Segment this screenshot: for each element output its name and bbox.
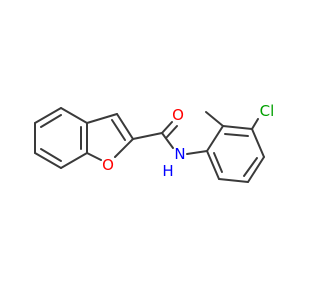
bond-carbonyl-n — [161, 132, 174, 149]
bond-c2-c3 — [60, 107, 88, 124]
atom-label-furan-oxygen: O — [102, 156, 114, 174]
double-bond-inner-4 — [224, 133, 249, 137]
bond-a4-a5 — [247, 156, 265, 183]
atom-label-chlorine: Cl — [260, 102, 275, 120]
bond-carbonyl-o — [161, 121, 173, 134]
bond-o1-c7a — [86, 152, 102, 161]
bond-c3a-c3 — [86, 113, 118, 124]
bond-chloro — [251, 118, 259, 130]
bond-c3-c2-double — [111, 119, 126, 141]
bond-c3-c2 — [116, 113, 134, 140]
atom-label-amide-nitrogen: N — [174, 145, 185, 163]
bond-a2-a3 — [222, 125, 253, 130]
atom-label-carbonyl-oxygen: O — [172, 106, 184, 124]
bond-a3-a4 — [251, 128, 265, 158]
bond-c1-c2 — [34, 107, 62, 124]
bond-c5-c6 — [34, 152, 62, 169]
benzene-ring-benzofuran — [34, 107, 88, 169]
bond-a1-a2 — [206, 125, 224, 152]
double-bond-inner-5 — [243, 157, 258, 177]
bond-c2-carbonyl — [132, 132, 163, 140]
bond-a6-a1 — [206, 150, 220, 180]
bond-n-aryl — [186, 150, 208, 155]
double-bond-inner-3 — [40, 148, 62, 162]
atom-label-amide-hydrogen: H — [162, 162, 173, 180]
bond-c2-o1 — [114, 138, 134, 158]
bond-c4-c5 — [60, 152, 88, 169]
double-bond-inner-6 — [213, 152, 223, 173]
bond-carbonyl-o-double — [166, 125, 178, 138]
amide-group — [132, 121, 208, 155]
double-bond-inner-1 — [40, 114, 62, 128]
bond-a5-a6 — [218, 178, 249, 183]
furan-ring — [86, 113, 134, 161]
phenyl-ring-chloromethyl — [205, 111, 265, 183]
bond-methyl — [205, 111, 224, 127]
molecule-structure-diagram: O O N H Cl — [34, 102, 275, 183]
